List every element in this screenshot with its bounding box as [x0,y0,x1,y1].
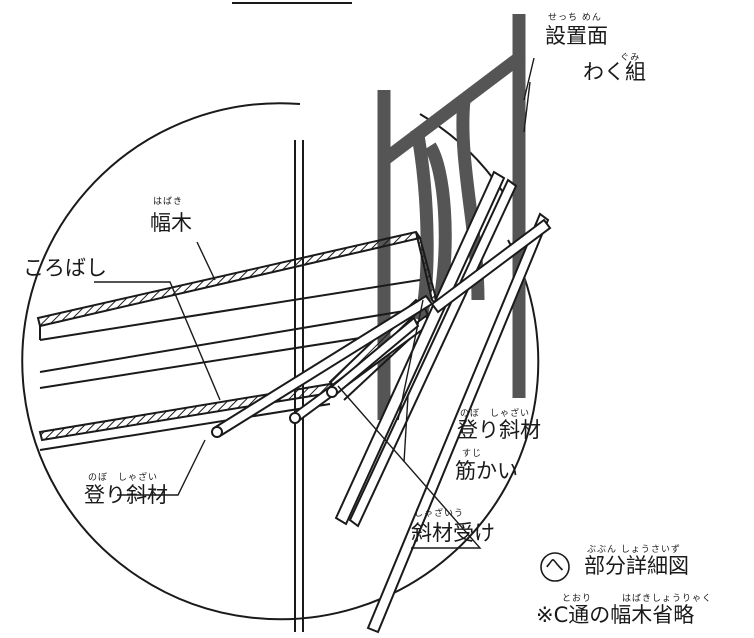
ruby-bubun: ぶぶん しょうさいず [587,545,681,555]
label-bubun-shosaizu: 部分詳細図 [584,554,689,578]
mounting-frame [377,14,526,420]
ruby-setchimen: せっち めん [548,13,602,23]
label-sujikai: 筋かい [455,459,518,483]
note-c-dori: ※C通の幅木省略 [536,603,695,627]
label-wakugumi: わく組 [583,60,646,84]
label-nobori-right: 登り斜材 [457,418,541,442]
label-setchimen: 設置面 [545,24,608,48]
leader-lines [94,57,535,549]
label-korobashi: ころばし [23,256,107,280]
ruby-note: とおり はばきしょうりゃく [562,594,713,604]
ruby-nobori-right: のぼ しゃざい [460,409,531,419]
diagonal-pipes [211,170,552,634]
label-shazaiuke: 斜材受け [411,521,495,545]
ruby-gumi: ぐみ [620,53,641,63]
ruby-habaki: はばき [153,197,184,207]
label-habaki: 幅木 [150,211,192,235]
ruby-nobori-left: のぼ しゃざい [88,473,159,483]
section-mark-symbol: へ [545,554,565,576]
section-mark-circle [540,552,570,582]
ruby-shazaiuke: しゃざいう [414,509,465,519]
label-nobori-left: 登り斜材 [84,483,168,507]
ruby-suji: すじ [462,449,483,459]
